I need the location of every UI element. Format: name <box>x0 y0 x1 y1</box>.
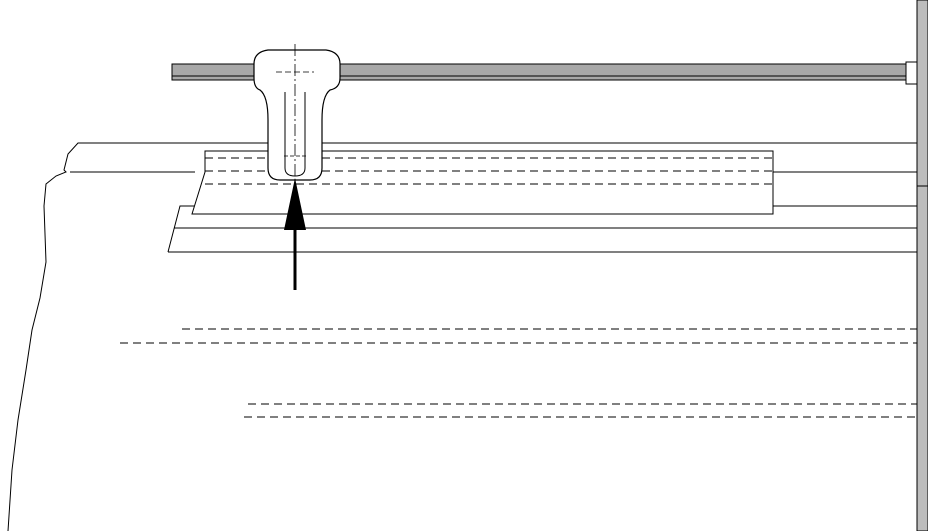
right-wall-panel <box>916 0 928 531</box>
t-clip <box>253 44 341 182</box>
t-clip-body <box>253 49 341 181</box>
fabric-body-outline <box>7 142 917 531</box>
arrow-up-icon <box>284 178 306 290</box>
fabric-hidden-lines <box>120 328 917 418</box>
fabric-left-edge <box>7 142 917 531</box>
